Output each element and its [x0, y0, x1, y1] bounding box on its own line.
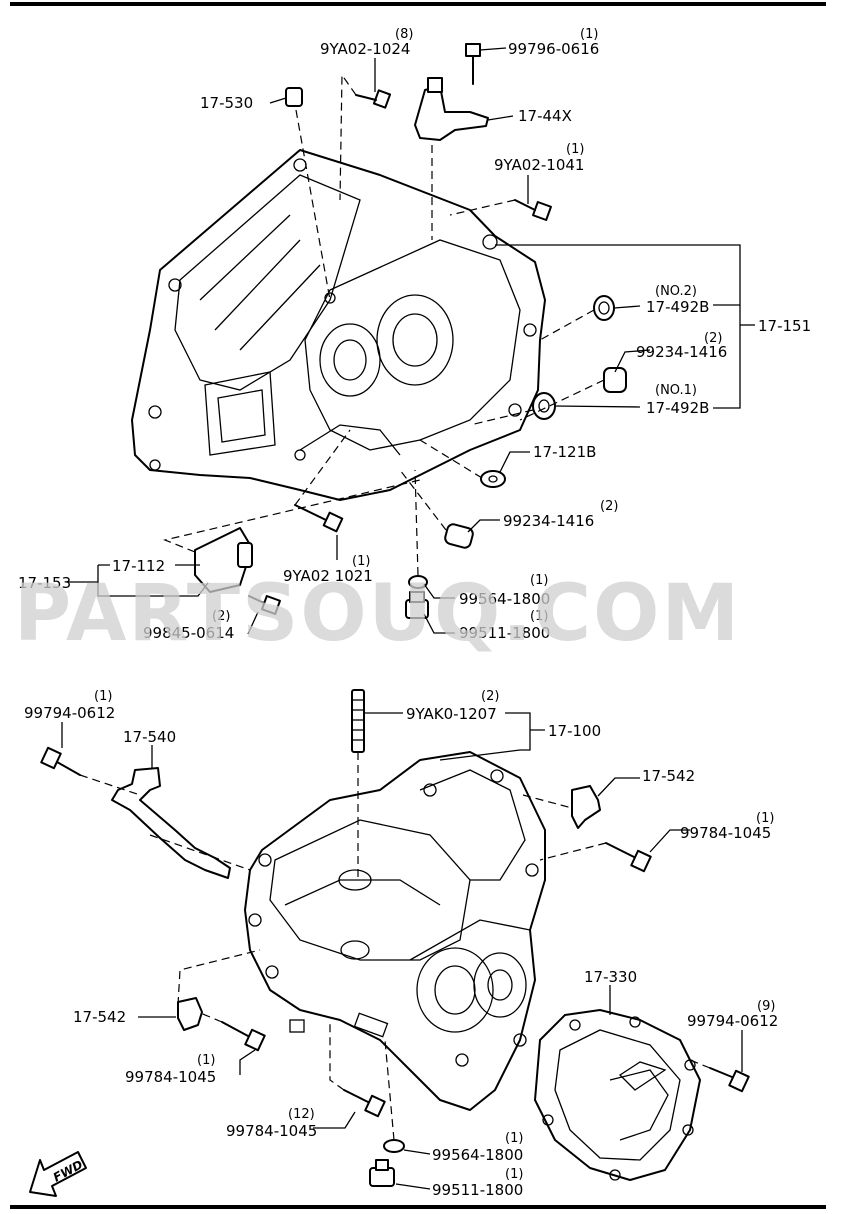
label-9ya02-1021: 9YA02 1021 [283, 567, 373, 585]
bolt-9ya02-1021 [294, 504, 344, 533]
top-assembly-guide-lines [163, 73, 605, 576]
bolt-9ya02-1041 [514, 199, 552, 221]
watermark: PARTSOUQ.COM [14, 569, 741, 659]
label-99794-0612-a: 99794-0612 [24, 704, 115, 722]
qty-99234-1416-b: (2) [600, 499, 618, 514]
qty-9ya02-1041: (1) [566, 142, 584, 157]
label-9yak0-1207: 9YAK0-1207 [406, 705, 497, 723]
label-99511-1800-top: 99511-1800 [459, 624, 550, 642]
clutch-housing-illustration [131, 149, 546, 501]
bottom-leader-lines [61, 712, 743, 1190]
label-9ya02-1024: 9YA02-1024 [320, 40, 410, 58]
qty-99794-0612-b: (9) [757, 999, 775, 1014]
label-99794-0612-b: 99794-0612 [687, 1012, 778, 1030]
label-17-492b-no1: 17-492B [646, 399, 709, 417]
plug-17-530 [285, 87, 303, 107]
bracket-17-542-a [571, 785, 601, 829]
label-99796-0616: 99796-0616 [508, 40, 599, 58]
qty-9ya02-1024: (8) [395, 27, 413, 42]
qty-17-492b-no2: (NO.2) [655, 284, 697, 299]
end-cover-17-330 [534, 1009, 701, 1181]
speed-sensor-17-44x [414, 77, 489, 141]
cover-plate-17-112 [194, 527, 253, 593]
label-99784-1045-a: 99784-1045 [680, 824, 771, 842]
qty-99564-1800-bottom: (1) [505, 1131, 523, 1146]
label-99784-1045-c: 99784-1045 [226, 1122, 317, 1140]
bolt-99794-0612-b [709, 1067, 750, 1093]
washer-99564-1800-bottom [383, 1139, 405, 1153]
label-17-112: 17-112 [112, 557, 165, 575]
label-17-100: 17-100 [548, 722, 601, 740]
dowel-pin-99234-1416-b [444, 523, 474, 549]
bolt-9ya02-1024 [355, 89, 392, 109]
top-leader-lines [68, 47, 755, 635]
oil-seal-17-492b-no1 [532, 392, 556, 420]
qty-99794-0612-a: (1) [94, 689, 112, 704]
qty-99511-1800-top: (1) [530, 609, 548, 624]
bolt-99796-0616 [465, 43, 481, 85]
label-17-330: 17-330 [584, 968, 637, 986]
drain-plug-99511-1800-top [405, 591, 429, 619]
bolt-99784-1045-b [221, 1021, 266, 1052]
bolt-99845-0614 [248, 595, 281, 615]
qty-99845-0614: (2) [212, 609, 230, 624]
qty-17-492b-no1: (NO.1) [655, 383, 697, 398]
label-17-151: 17-151 [758, 317, 811, 335]
qty-99511-1800-bottom: (1) [505, 1167, 523, 1182]
bottom-assembly-guide-lines [79, 752, 711, 1141]
qty-99796-0616: (1) [580, 27, 598, 42]
bracket-17-542-b [177, 997, 203, 1031]
oil-seal-17-492b-no2 [593, 295, 615, 321]
qty-9yak0-1207: (2) [481, 689, 499, 704]
label-99511-1800-bottom: 99511-1800 [432, 1181, 523, 1199]
qty-9ya02-1021: (1) [352, 554, 370, 569]
bolt-99794-0612-a [40, 746, 81, 776]
washer-17-121b [480, 470, 506, 488]
label-17-542-a: 17-542 [642, 767, 695, 785]
label-99234-1416-b: 99234-1416 [503, 512, 594, 530]
qty-99234-1416-a: (2) [704, 331, 722, 346]
label-17-542-b: 17-542 [73, 1008, 126, 1026]
bolt-99784-1045-c [343, 1089, 386, 1118]
label-17-492b-no2: 17-492B [646, 298, 709, 316]
label-99564-1800-top: 99564-1800 [459, 590, 550, 608]
label-17-153: 17-153 [18, 574, 71, 592]
label-99234-1416-a: 99234-1416 [636, 343, 727, 361]
washer-99564-1800-top [408, 575, 428, 589]
label-17-44x: 17-44X [518, 107, 572, 125]
label-17-530: 17-530 [200, 94, 253, 112]
qty-99784-1045-b: (1) [197, 1053, 215, 1068]
stud-9yak0-1207 [351, 689, 365, 753]
bolt-99784-1045-a [605, 842, 652, 873]
qty-99564-1800-top: (1) [530, 573, 548, 588]
bracket-17-540 [111, 767, 231, 879]
qty-99784-1045-c: (12) [288, 1107, 315, 1122]
label-99784-1045-b: 99784-1045 [125, 1068, 216, 1086]
label-17-121b: 17-121B [533, 443, 596, 461]
qty-99784-1045-a: (1) [756, 811, 774, 826]
drain-plug-99511-1800-bottom [369, 1159, 395, 1187]
label-17-540: 17-540 [123, 728, 176, 746]
label-99564-1800-bottom: 99564-1800 [432, 1146, 523, 1164]
transaxle-case-illustration [244, 751, 546, 1111]
label-99845-0614: 99845-0614 [143, 624, 234, 642]
label-9ya02-1041: 9YA02-1041 [494, 156, 584, 174]
fwd-arrow-icon: FWD [29, 1151, 87, 1197]
